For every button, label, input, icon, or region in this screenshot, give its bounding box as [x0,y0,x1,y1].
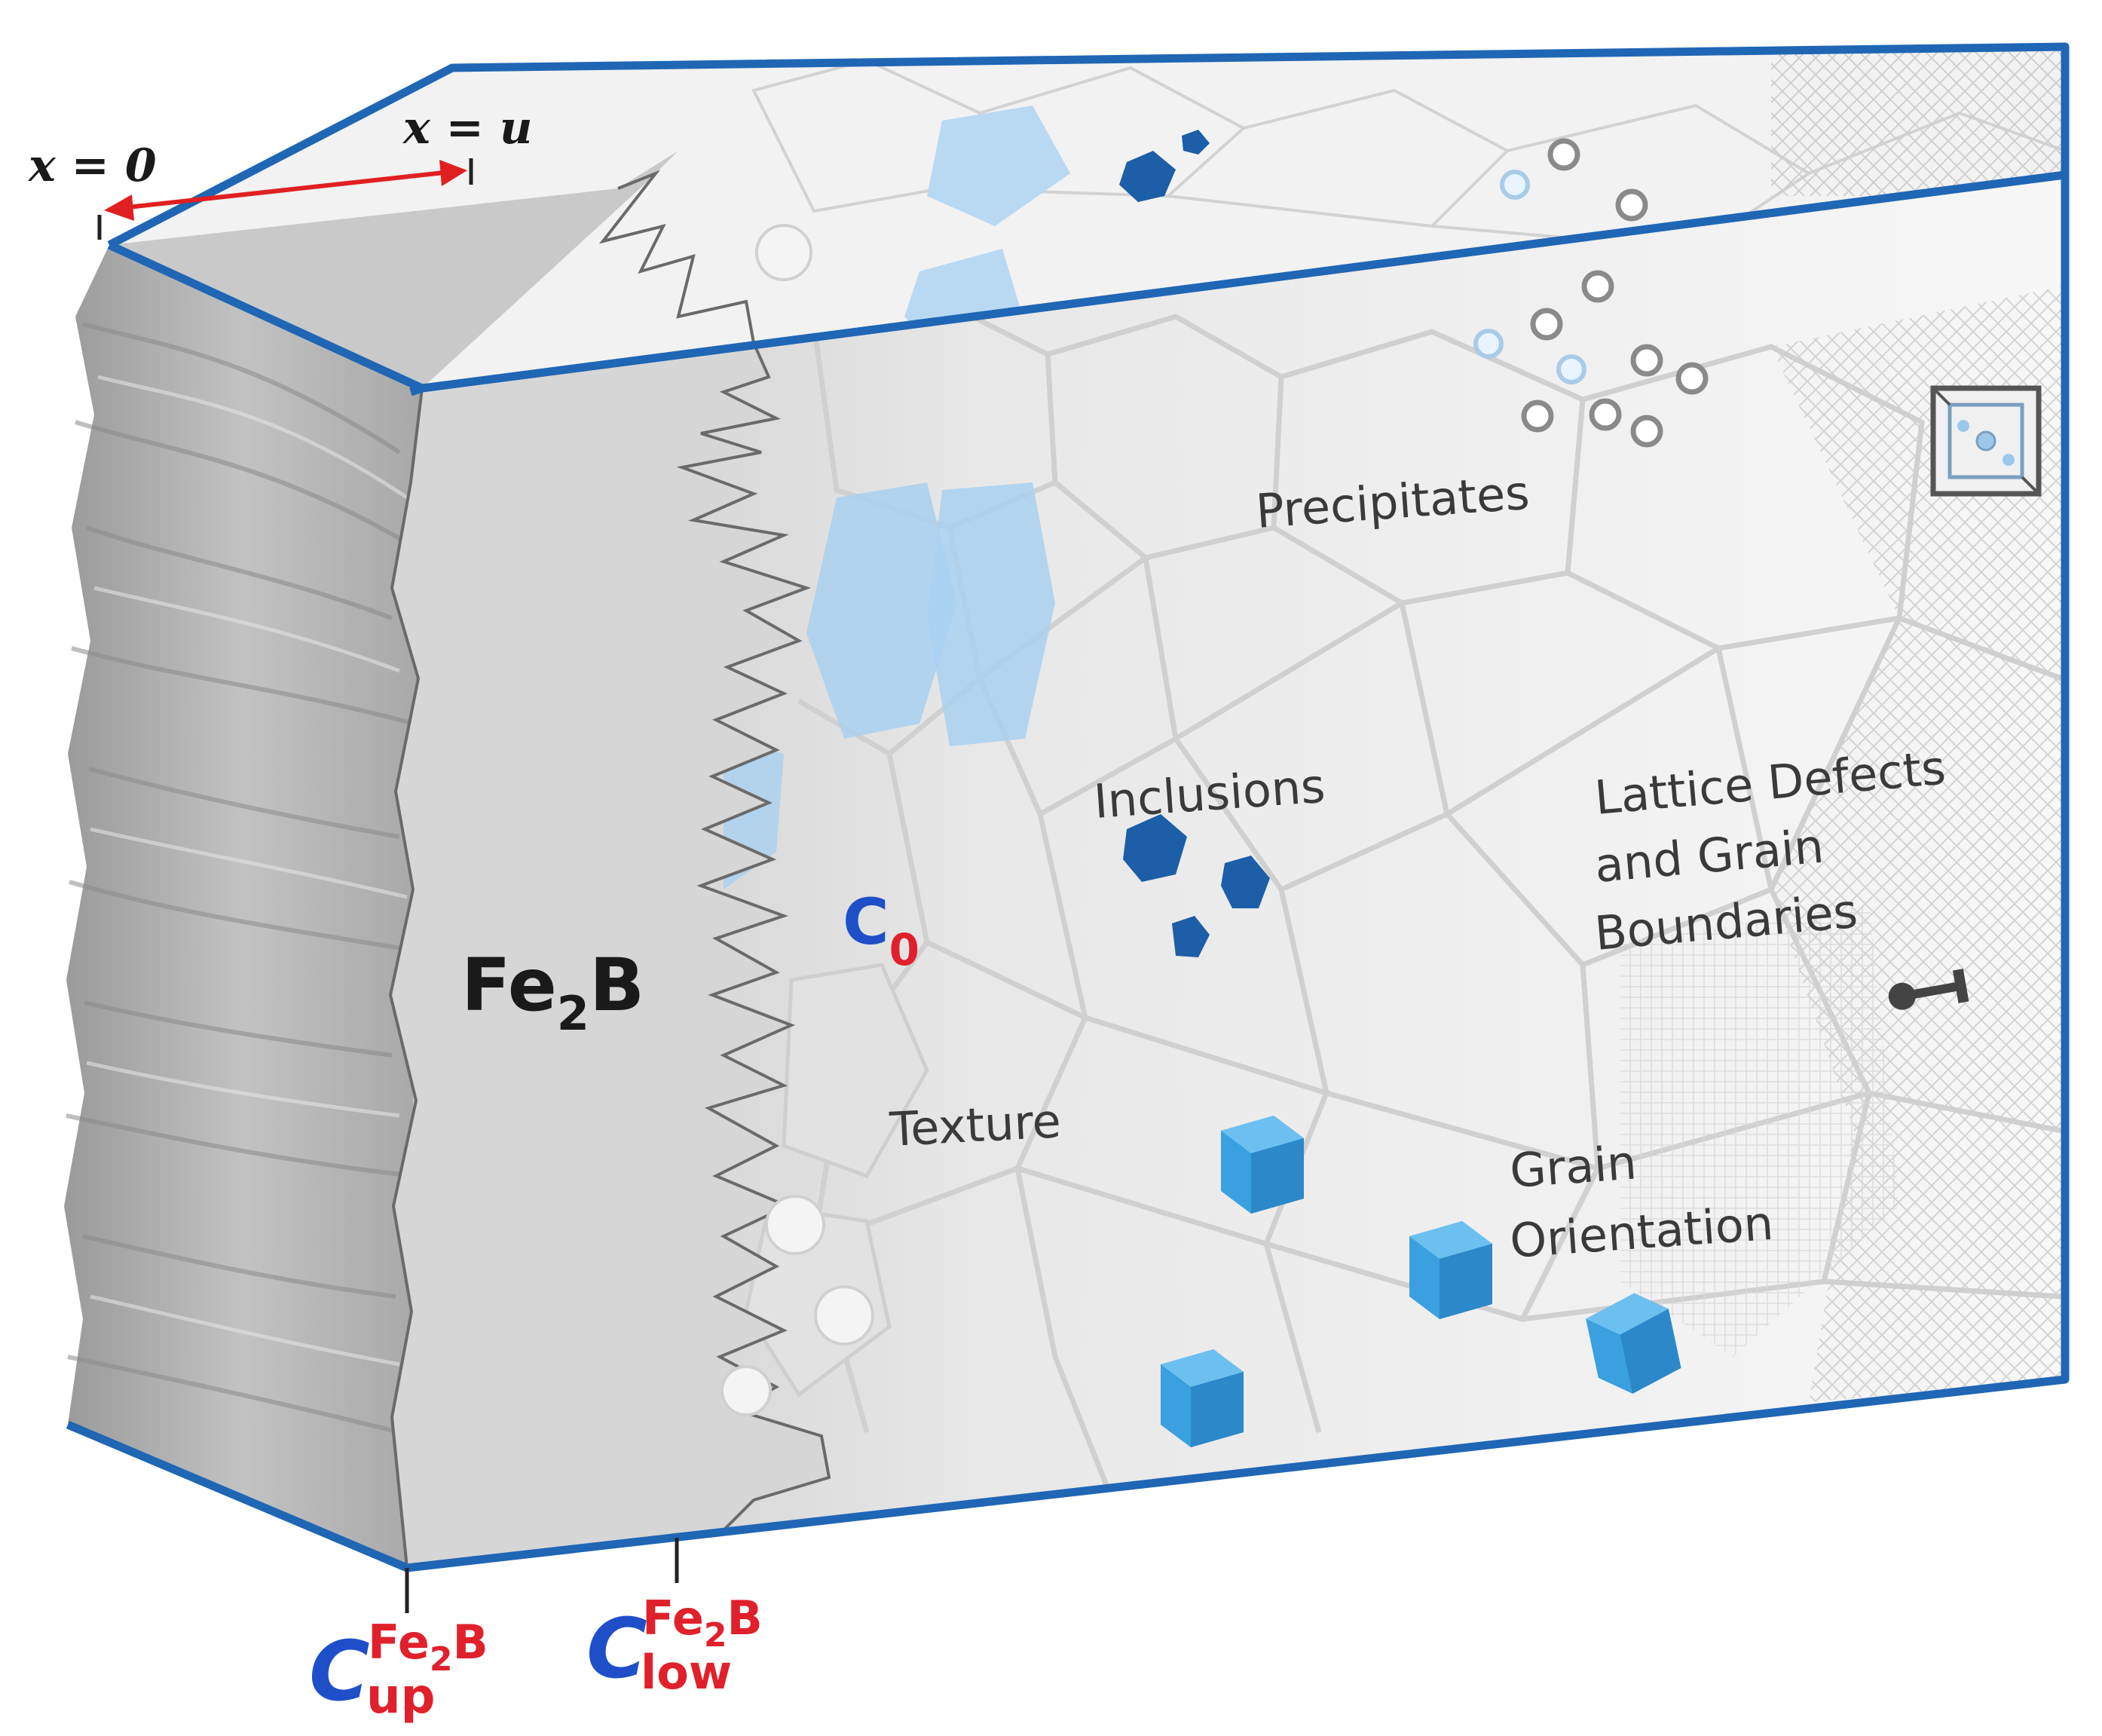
inclusion-markers [1119,130,1270,957]
precipitate-markers [1521,138,1709,448]
x-zero-label: x = 0 [27,139,157,192]
c0-label: C0 [843,885,919,975]
c-up-sup-sub: 2 [430,1640,453,1679]
c-low-subscript: low [641,1645,732,1700]
grain-orientation-label-line1: Grain [1508,1134,1638,1199]
top-interface-trace [598,170,755,344]
c-up-label: C Fe2B up [309,1615,488,1725]
c0-main: C [843,885,889,959]
c-low-sup-tail: B [727,1591,763,1646]
layer-main: Fe [461,943,557,1027]
orientation-cubes [1161,1116,1681,1447]
texture-label: Texture [888,1093,1062,1157]
depth-arrow [97,158,473,240]
c-low-label: C Fe2B low [586,1591,763,1700]
dislocation-icon [1888,969,1969,1010]
layer-tail: B [589,943,644,1027]
c-up-subscript: up [366,1669,435,1725]
c-low-sup-sub: 2 [704,1616,727,1655]
precipitate-light-markers [1473,170,1586,384]
c-low-symbol: C [586,1600,647,1697]
side-face [64,245,422,1568]
c-up-sup-main: Fe [368,1615,430,1670]
boride-layer-label: Fe2B [461,943,644,1041]
lattice-cell-icon [1930,385,2042,497]
pore-markers [721,224,874,1416]
x-u-label: x = u [402,102,532,155]
box-edges [66,42,2070,1572]
c0-sub: 0 [889,924,919,975]
c-low-superscript: Fe2B [642,1591,763,1655]
c-up-sup-tail: B [453,1615,488,1670]
layer-sub: 2 [557,986,589,1041]
c-low-sup-main: Fe [642,1591,704,1646]
c-up-superscript: Fe2B [368,1615,488,1679]
c-up-symbol: C [309,1623,370,1719]
top-face [109,47,2065,388]
boride-layer [388,341,831,1570]
